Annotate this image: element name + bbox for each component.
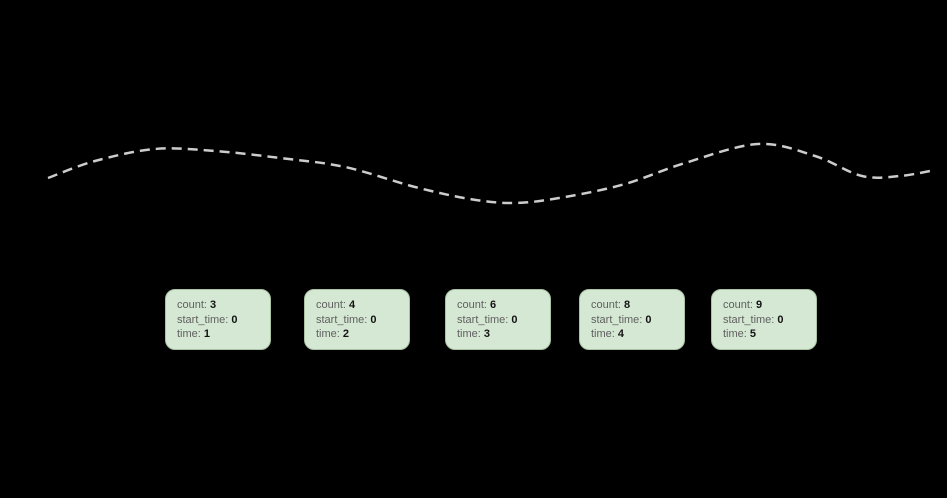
- count-value: 4: [349, 299, 356, 311]
- time-line: time: 1: [177, 327, 262, 342]
- time-value: 4: [617, 328, 625, 340]
- count-value: 6: [490, 299, 497, 311]
- time-value: 5: [749, 328, 757, 340]
- start_time-label: start_time:: [177, 313, 232, 326]
- time-label: time:: [591, 328, 618, 340]
- count-value: 8: [624, 299, 631, 311]
- count-value: 3: [210, 299, 217, 311]
- count-label: count:: [316, 299, 350, 311]
- start_time-label: start_time:: [591, 313, 646, 326]
- time-line: time: 3: [457, 327, 542, 342]
- time-line: time: 2: [316, 327, 401, 342]
- start_time-line: start_time: 0: [457, 313, 542, 328]
- count-line: count: 3: [177, 298, 262, 313]
- time-line: time: 5: [723, 327, 808, 342]
- start_time-line: start_time: 0: [591, 313, 676, 328]
- count-value: 9: [756, 299, 763, 311]
- count-label: count:: [591, 299, 625, 311]
- count-line: count: 8: [591, 298, 676, 313]
- start_time-line: start_time: 0: [723, 313, 808, 328]
- count-label: count:: [457, 299, 491, 311]
- time-line: time: 4: [591, 327, 676, 342]
- count-line: count: 6: [457, 298, 542, 313]
- start_time-value: 0: [777, 313, 784, 326]
- time-label: time:: [457, 328, 484, 340]
- start_time-value: 0: [511, 313, 518, 326]
- time-value: 2: [342, 328, 350, 340]
- count-label: count:: [177, 299, 211, 311]
- time-label: time:: [723, 328, 750, 340]
- time-value: 3: [483, 328, 491, 340]
- start_time-label: start_time:: [316, 313, 371, 326]
- start_time-label: start_time:: [723, 313, 778, 326]
- count-line: count: 4: [316, 298, 401, 313]
- start_time-value: 0: [645, 313, 652, 326]
- count-label: count:: [723, 299, 757, 311]
- dashed-curve-path: [47, 142, 936, 205]
- start_time-label: start_time:: [457, 313, 512, 326]
- time-label: time:: [316, 328, 343, 340]
- start_time-value: 0: [231, 313, 238, 326]
- start_time-value: 0: [370, 313, 377, 326]
- count-line: count: 9: [723, 298, 808, 313]
- time-label: time:: [177, 328, 204, 340]
- start_time-line: start_time: 0: [177, 313, 262, 328]
- time-value: 1: [203, 328, 211, 340]
- start_time-line: start_time: 0: [316, 313, 401, 328]
